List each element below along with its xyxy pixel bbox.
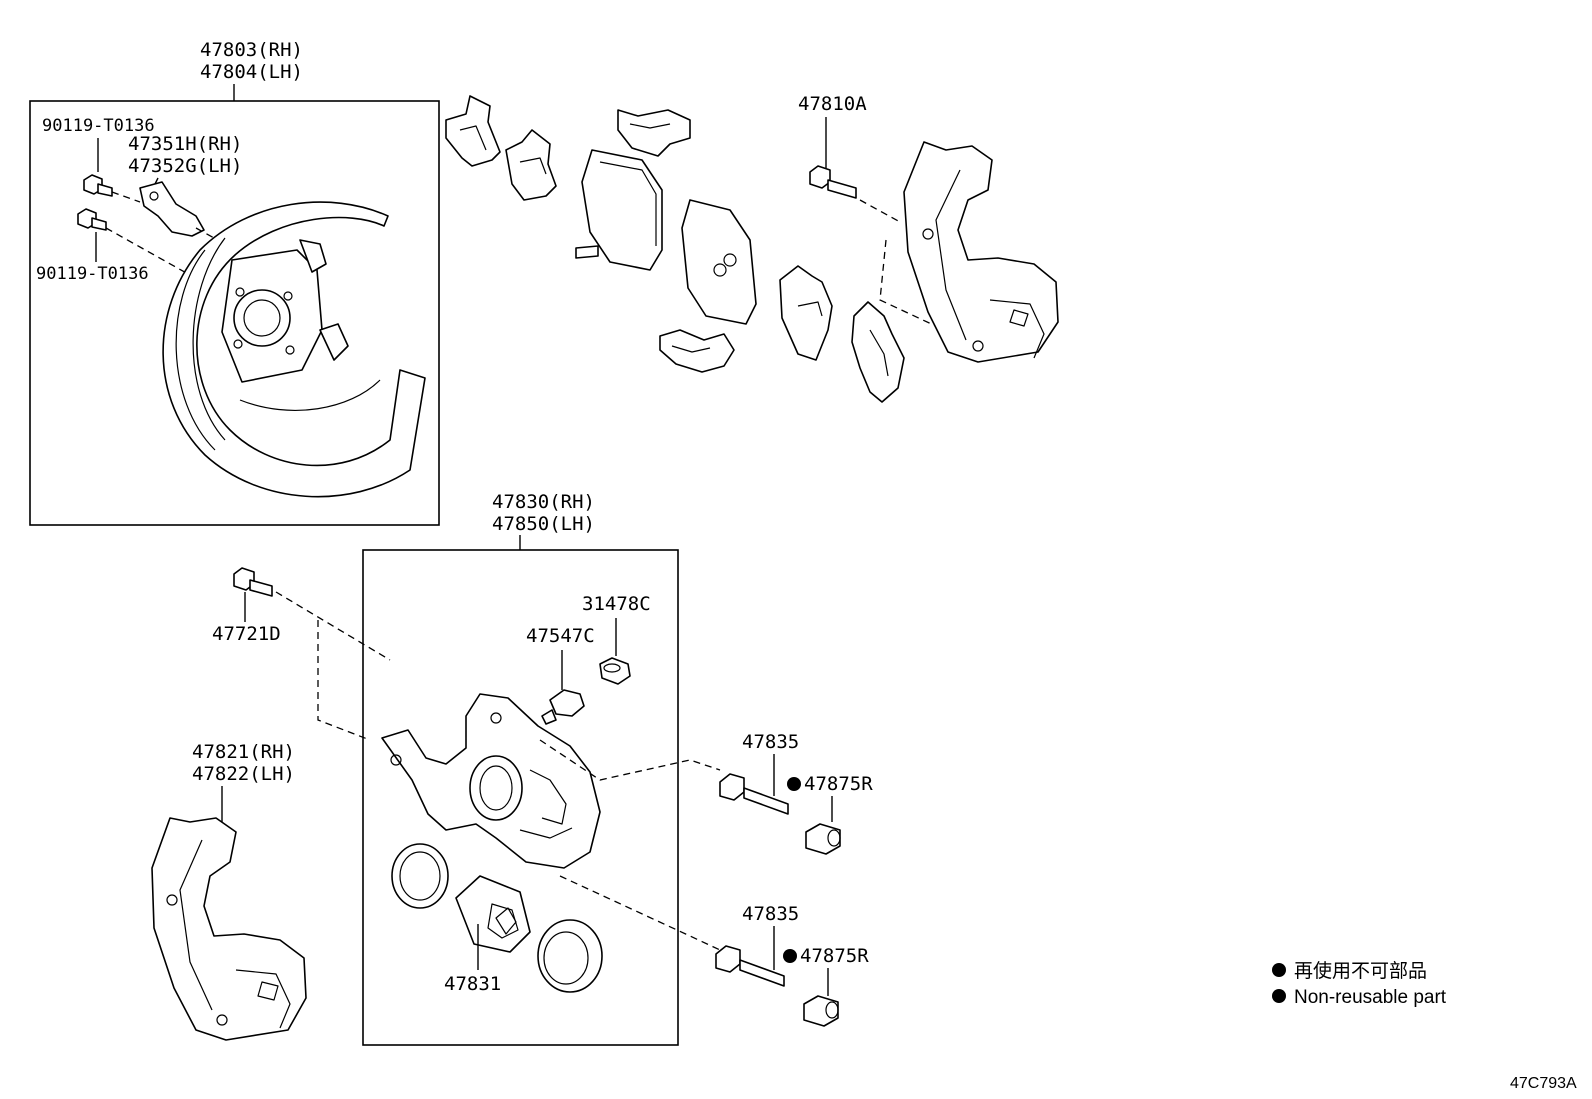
brake-pad-outer-icon [575,149,663,271]
label-boot-1: 47875R [804,773,873,795]
legend-english: Non-reusable part [1294,987,1447,1008]
piston-boot-icon [537,919,603,993]
shim-outer-right-icon [851,301,905,403]
legend-bullet-en-icon [1272,989,1286,1003]
bolt-pin-top-icon [809,165,857,199]
non-reusable-marker-2-icon [783,949,797,963]
bolt-top-icon [83,174,113,197]
bolt-caliper-icon [233,567,273,597]
caliper-mounting-bottom-icon [151,817,307,1041]
caliper-body-icon [381,693,601,869]
shim-inner-left-icon [505,129,557,201]
bracket-icon [139,181,215,239]
shim-outer-left-icon [445,95,501,167]
slide-pin-2-icon [715,945,785,987]
label-shield-lh: 47804(LH) [200,61,303,83]
legend-bullet-jp-icon [1272,963,1286,977]
bleeder-plug-icon [541,689,585,725]
dust-shield-icon [162,201,426,498]
legend: 再使用不可部品 Non-reusable part [1272,960,1447,1008]
label-caliper-lh: 47850(LH) [492,513,595,535]
label-bleeder: 47547C [526,625,595,647]
legend-japanese: 再使用不可部品 [1294,960,1427,982]
label-bolt-caliper: 47721D [212,623,281,645]
piston-seal-icon [391,843,449,909]
label-boot-2: 47875R [800,945,869,967]
label-slide-pin-1: 47835 [742,731,799,753]
label-bracket-rh: 47351H(RH) [128,133,242,155]
label-cap: 31478C [582,593,651,615]
label-slide-pin-2: 47835 [742,903,799,925]
brake-pad-inner-icon [681,199,757,325]
piston-icon [455,875,531,953]
caliper-mounting-top-icon [903,141,1059,363]
diagram-code: 47C793A [1510,1075,1577,1092]
label-bracket-lh: 47352G(LH) [128,155,242,177]
label-mount-rh: 47821(RH) [192,741,295,763]
anti-squeal-clip-bottom-icon [659,329,735,373]
label-shield-rh: 47803(RH) [200,39,303,61]
label-bolt-bottom: 90119-T0136 [36,264,149,284]
bleeder-cap-icon [599,657,631,685]
label-pin-top: 47810A [798,93,867,115]
label-bolt-top: 90119-T0136 [42,116,155,136]
label-caliper-rh: 47830(RH) [492,491,595,513]
anti-squeal-clip-top-icon [617,109,691,157]
shim-inner-right-icon [779,265,833,361]
boot-1-icon [805,823,841,855]
label-piston: 47831 [444,973,501,995]
non-reusable-marker-1-icon [787,777,801,791]
slide-pin-1-icon [719,773,789,815]
label-mount-lh: 47822(LH) [192,763,295,785]
bolt-bottom-icon [77,208,107,231]
boot-2-icon [803,995,839,1027]
